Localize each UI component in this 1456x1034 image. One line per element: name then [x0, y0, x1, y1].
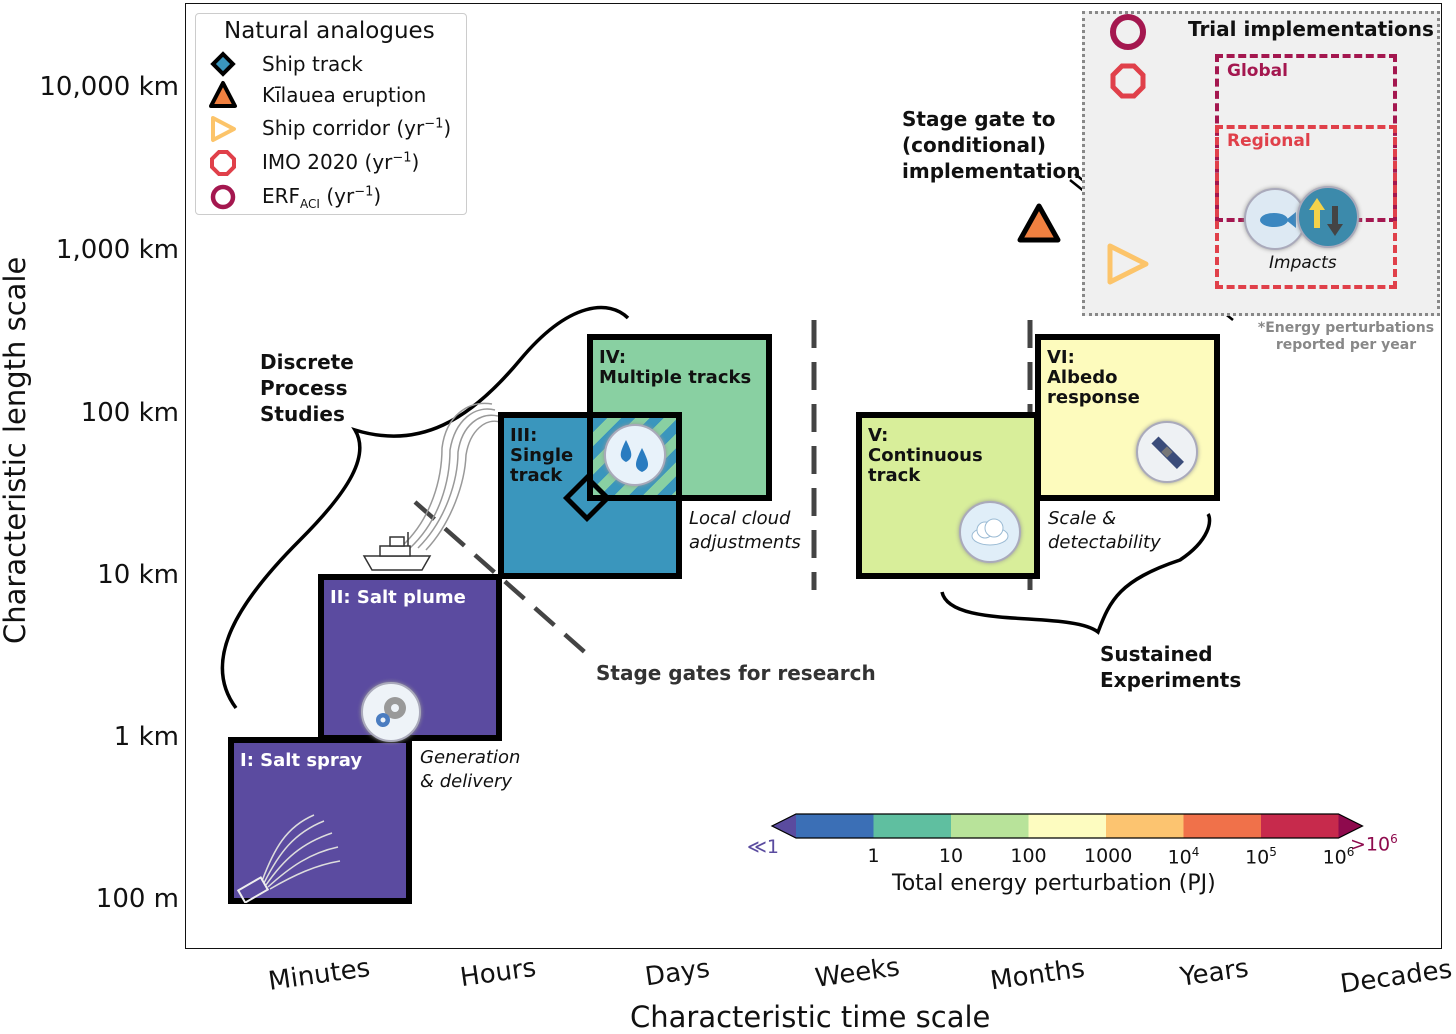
- y-tick-100m: 100 m: [95, 884, 179, 914]
- trial-title: Trial implementations: [1188, 17, 1434, 41]
- y-tick-1000km: 1,000 km: [55, 235, 179, 265]
- ship-corridor-marker: [1107, 243, 1149, 285]
- y-tick-1km: 1 km: [113, 722, 179, 752]
- water-drops-icon: [604, 424, 666, 486]
- triangle-icon: [209, 81, 237, 108]
- discrete-studies-label: Discrete Process Studies: [260, 350, 354, 426]
- cloud-icon: [959, 501, 1021, 563]
- trial-markers: [1110, 14, 1146, 99]
- stage-IV-label: IV: Multiple tracks: [599, 347, 752, 388]
- colorbar-segment: [951, 814, 1029, 838]
- plot-area: [185, 3, 1442, 949]
- stage-VI-label: VI: Albedo response: [1047, 347, 1140, 408]
- stage-II-label: II: Salt plume: [330, 587, 466, 608]
- colorbar-tick: 104: [1167, 845, 1200, 869]
- colorbar-segment: [1183, 814, 1261, 838]
- colorbar-segment: [873, 814, 951, 838]
- sustained-brace: [940, 513, 1212, 635]
- colorbar-segment: [1261, 814, 1339, 838]
- research-stage-gate-label: Stage gates for research: [596, 661, 876, 685]
- stage-VI-box: VI: Albedo response: [1035, 334, 1220, 501]
- discrete-brace: [220, 305, 630, 710]
- kilauea-marker: [1017, 203, 1061, 243]
- impacts-label: Impacts: [1269, 253, 1337, 273]
- implementation-stage-gate-label: Stage gate to (conditional) implementati…: [902, 107, 1081, 183]
- colorbar-high-extend: [1338, 814, 1363, 838]
- ring-icon: [210, 184, 236, 210]
- legend: Natural analogues Ship track Kīlauea eru…: [195, 13, 467, 215]
- energy-footnote: *Energy perturbations reported per year: [1257, 320, 1435, 353]
- legend-ship-track: Ship track: [262, 52, 363, 76]
- legend-ship-corridor: Ship corridor (yr−1): [262, 116, 452, 140]
- colorbar-tick: 100: [1010, 845, 1047, 867]
- stage-V-label: V: Continuous track: [868, 425, 983, 486]
- colorbar-low-label: ≪1: [747, 836, 779, 858]
- octagon-icon: [210, 150, 236, 176]
- y-tick-10000km: 10,000 km: [39, 72, 179, 102]
- ship-icon: [362, 532, 432, 571]
- legend-erf-aci: ERFACI (yr−1): [262, 184, 382, 211]
- global-label: Global: [1227, 61, 1288, 81]
- colorbar-low-extend: [772, 814, 796, 838]
- colorbar-segment: [796, 814, 874, 838]
- satellite-icon: [1136, 421, 1198, 483]
- colorbar-outline: [770, 813, 1364, 839]
- stage-III-label: III: Single track: [510, 425, 574, 486]
- colorbar: [770, 813, 1364, 839]
- colorbar-segment: [1106, 814, 1184, 838]
- stage-I-box: I: Salt spray: [228, 737, 412, 904]
- spray-nozzle-icon: [236, 814, 341, 903]
- legend-imo2020: IMO 2020 (yr−1): [262, 150, 420, 174]
- legend-kilauea: Kīlauea eruption: [262, 83, 427, 107]
- overlap-border: [587, 412, 682, 501]
- smoke-plume-icon: [401, 402, 501, 551]
- x-axis-title: Characteristic time scale: [630, 1000, 991, 1034]
- colorbar-segment: [1028, 814, 1106, 838]
- generation-note: Generation & delivery: [420, 747, 521, 792]
- colorbar-title: Total energy perturbation (PJ): [892, 871, 1216, 896]
- scale-note: Scale & detectability: [1048, 508, 1161, 553]
- colorbar-tick: 1: [867, 845, 880, 867]
- open-triangle-icon: [211, 116, 236, 142]
- stage-I-label: I: Salt spray: [240, 750, 363, 771]
- colorbar-tick: 106: [1322, 845, 1355, 869]
- regional-region-box: [1215, 125, 1397, 289]
- y-tick-10km: 10 km: [97, 560, 179, 590]
- sustained-experiments-label: Sustained Experiments: [1100, 642, 1242, 692]
- globe-arrows-icon: [1297, 186, 1359, 248]
- local-cloud-note: Local cloud adjustments: [689, 508, 801, 553]
- colorbar-tick: 1000: [1084, 845, 1133, 867]
- erf-ring-icon: [1110, 14, 1146, 50]
- regional-label: Regional: [1227, 131, 1311, 151]
- imo-octagon-icon: [1110, 63, 1146, 99]
- colorbar-tick: 105: [1245, 845, 1277, 869]
- y-tick-100km: 100 km: [80, 398, 179, 428]
- colorbar-tick: 10: [938, 845, 964, 867]
- gear-icon: [361, 682, 421, 742]
- diamond-icon: [210, 51, 236, 77]
- colorbar-high-label: >106: [1350, 832, 1398, 856]
- legend-title: Natural analogues: [224, 18, 435, 44]
